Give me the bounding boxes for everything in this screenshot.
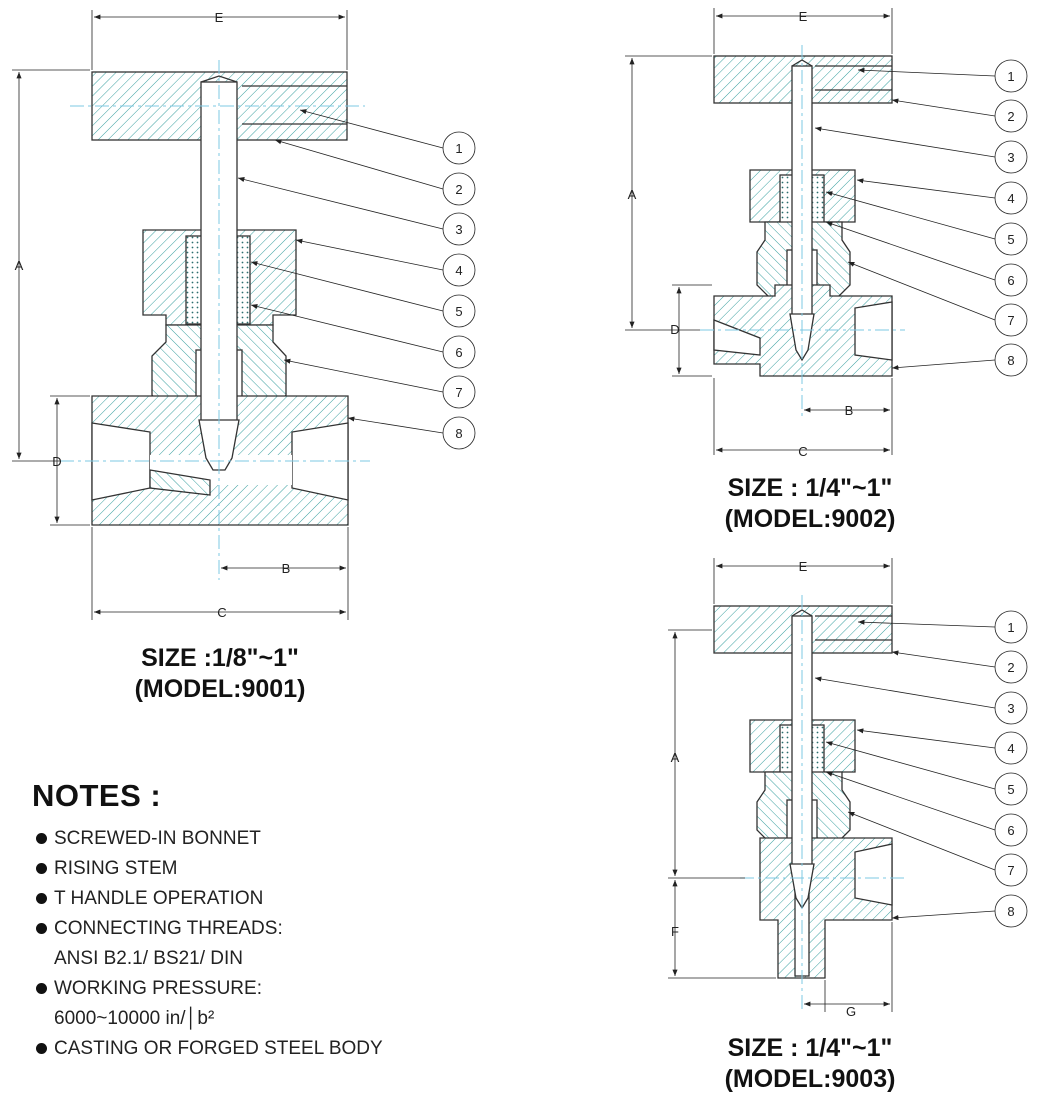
note-item: CONNECTING THREADS:ANSI B2.1/ BS21/ DIN: [32, 914, 472, 974]
dim-label-b: B: [282, 561, 291, 576]
bullet-icon: [36, 922, 47, 934]
model-9002-model: (MODEL:9002): [724, 505, 896, 533]
callout-4: 4: [1007, 741, 1014, 756]
dim-label-f: F: [671, 924, 679, 939]
model-9001-dimensions: [12, 10, 349, 620]
note-item: T HANDLE OPERATION: [32, 884, 472, 914]
callout-5: 5: [1007, 782, 1014, 797]
dim-label-d: D: [670, 322, 679, 337]
model-9002-callout-numbers: 1 2 3 4 5 6 7 8: [1007, 69, 1014, 368]
callout-2: 2: [1007, 660, 1014, 675]
model-9002-drawing: [700, 45, 905, 420]
dim-label-a: A: [671, 750, 680, 765]
callout-6: 6: [1007, 823, 1014, 838]
dim-label-b: B: [845, 403, 854, 418]
callout-3: 3: [455, 222, 462, 237]
callout-3: 3: [1007, 701, 1014, 716]
dim-label-a: A: [628, 187, 637, 202]
callout-2: 2: [1007, 109, 1014, 124]
bullet-icon: [36, 862, 47, 874]
notes-list: SCREWED-IN BONNET RISING STEM T HANDLE O…: [32, 824, 472, 1064]
callout-7: 7: [455, 385, 462, 400]
notes-panel: NOTES : SCREWED-IN BONNET RISING STEM T …: [32, 778, 472, 1064]
dim-label-c: C: [217, 605, 226, 620]
callout-7: 7: [1007, 313, 1014, 328]
callout-8: 8: [455, 426, 462, 441]
model-9001-callout-numbers: 1 2 3 4 5 6 7 8: [455, 141, 462, 441]
note-item: RISING STEM: [32, 854, 472, 884]
dim-label-d: D: [52, 454, 61, 469]
model-9003-drawing: [713, 595, 905, 1010]
dim-label-a: A: [15, 258, 24, 273]
callout-6: 6: [1007, 273, 1014, 288]
note-item: WORKING PRESSURE:6000~10000 in/│b²: [32, 974, 472, 1034]
dim-label-g: G: [846, 1004, 856, 1019]
callout-8: 8: [1007, 904, 1014, 919]
model-9003-size: SIZE : 1/4"~1": [727, 1034, 893, 1062]
bullet-icon: [36, 982, 47, 994]
note-item: SCREWED-IN BONNET: [32, 824, 472, 854]
model-9001-dimension-labels: E A D B C: [15, 10, 291, 620]
callout-3: 3: [1007, 150, 1014, 165]
model-9001-callouts: [237, 109, 476, 450]
model-9003-model: (MODEL:9003): [724, 1065, 896, 1093]
callout-4: 4: [455, 263, 462, 278]
model-9002-size: SIZE : 1/4"~1": [727, 474, 893, 502]
model-9003-caption: SIZE : 1/4"~1" (MODEL:9003): [680, 1033, 940, 1095]
callout-4: 4: [1007, 191, 1014, 206]
bullet-icon: [36, 892, 47, 904]
callout-1: 1: [455, 141, 462, 156]
model-9002-dimension-labels: E A D B C: [628, 9, 854, 459]
callout-8: 8: [1007, 353, 1014, 368]
dim-label-e: E: [799, 9, 808, 24]
dim-label-e: E: [799, 559, 808, 574]
model-9001-drawing: [60, 60, 370, 580]
callout-1: 1: [1007, 69, 1014, 84]
model-9003-dimension-labels: E A F G: [671, 559, 856, 1019]
dim-label-e: E: [215, 10, 224, 25]
model-9001-model: (MODEL:9001): [134, 675, 306, 703]
dim-label-c: C: [798, 444, 807, 459]
model-9002-callouts: [814, 59, 1028, 377]
callout-5: 5: [1007, 232, 1014, 247]
callout-7: 7: [1007, 863, 1014, 878]
model-9002-caption: SIZE : 1/4"~1" (MODEL:9002): [680, 473, 940, 535]
model-9001-size: SIZE :1/8"~1": [141, 644, 299, 672]
bullet-icon: [36, 832, 47, 844]
note-item: CASTING OR FORGED STEEL BODY: [32, 1034, 472, 1064]
model-9001-caption: SIZE :1/8"~1" (MODEL:9001): [90, 643, 350, 705]
callout-6: 6: [455, 345, 462, 360]
notes-title: NOTES :: [32, 778, 162, 813]
callout-2: 2: [455, 182, 462, 197]
model-9003-callout-numbers: 1 2 3 4 5 6 7 8: [1007, 620, 1014, 919]
callout-5: 5: [455, 304, 462, 319]
bullet-icon: [36, 1042, 47, 1054]
model-9003-callouts: [814, 610, 1028, 928]
callout-1: 1: [1007, 620, 1014, 635]
model-9002-dimensions: [625, 8, 893, 455]
model-9003-dimensions: [668, 558, 893, 1012]
